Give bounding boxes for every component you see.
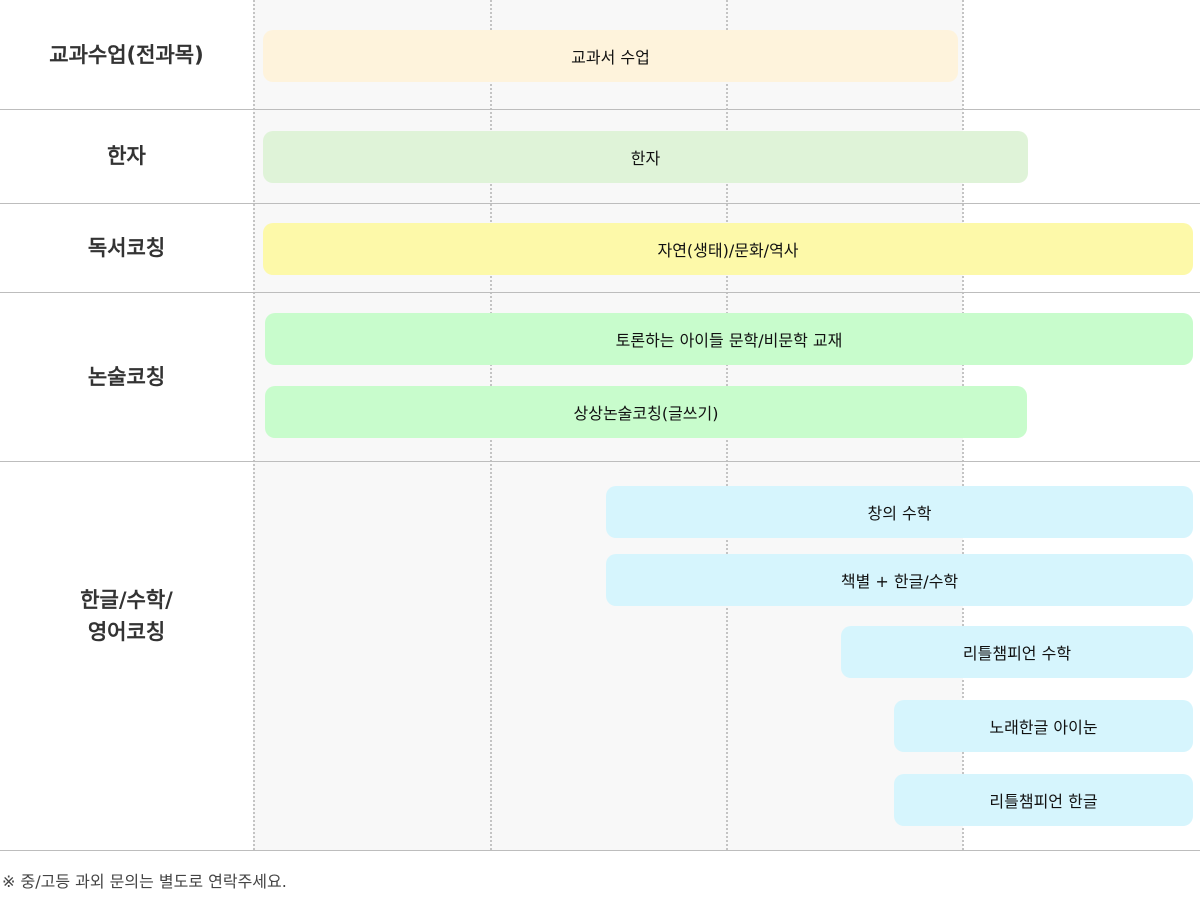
row-divider (0, 203, 1200, 204)
row-label-reading: 독서코칭 (87, 235, 166, 260)
program-bar: 한자 (263, 131, 1028, 183)
program-bar: 자연(생태)/문화/역사 (263, 223, 1193, 275)
row-label-textbook: 교과수업(전과목) (49, 42, 204, 67)
program-bar: 상상논술코칭(글쓰기) (265, 386, 1027, 438)
program-bar: 노래한글 아이눈 (894, 700, 1193, 752)
row-divider (0, 850, 1200, 851)
program-bar: 책별 + 한글/수학 (606, 554, 1193, 606)
footer-note: ※ 중/고등 과외 문의는 별도로 연락주세요. (2, 872, 287, 891)
row-label-coaching: 한글/수학/ 영어코칭 (80, 588, 173, 644)
program-bar: 리틀챔피언 수학 (841, 626, 1193, 678)
row-divider (0, 461, 1200, 462)
row-label-essay: 논술코칭 (87, 364, 166, 389)
row-divider (0, 109, 1200, 110)
program-bar: 리틀챔피언 한글 (894, 774, 1193, 826)
grid-line (253, 0, 255, 850)
row-label-hanja: 한자 (107, 144, 146, 168)
program-bar: 토론하는 아이들 문학/비문학 교재 (265, 313, 1193, 365)
row-divider (0, 292, 1200, 293)
program-bar: 교과서 수업 (263, 30, 958, 82)
program-bar: 창의 수학 (606, 486, 1193, 538)
